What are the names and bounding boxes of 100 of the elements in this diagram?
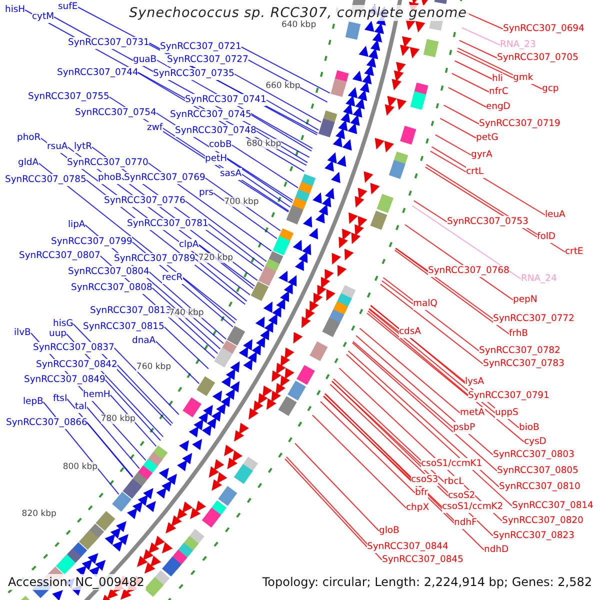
leader-line (461, 27, 500, 46)
leader-line (208, 224, 265, 268)
gene-label: gmk (513, 72, 534, 84)
genome-stats-text: Topology: circular; Length: 2,224,914 bp; Genes: 2,582 (260, 574, 594, 590)
gene-label: SynRCC307_0770 (67, 157, 148, 169)
leader-line (240, 46, 330, 94)
gene-label: SynRCC307_0807 (19, 250, 100, 262)
leader-line (226, 158, 293, 203)
gene-label: zwf (147, 122, 163, 134)
leader-line (148, 162, 272, 252)
gene-label: lytR (74, 141, 92, 153)
leader-line (456, 50, 514, 78)
leader-line (241, 174, 291, 208)
leader-line (370, 305, 466, 382)
leader-line (250, 114, 312, 152)
leader-line (164, 326, 209, 370)
gene-label: SynRCC307_0791 (468, 390, 550, 402)
leader-line (413, 200, 448, 222)
leader-line (320, 401, 416, 494)
gene-label: SynRCC307_0731 (68, 37, 150, 49)
gene-label: SynRCC307_0748 (175, 125, 256, 137)
gene-label: SynRCC307_0721 (160, 41, 242, 53)
leader-line (231, 144, 299, 188)
leader-line (162, 128, 290, 212)
gene-label: cysD (524, 436, 546, 448)
leader-line (104, 380, 161, 441)
gene-label: SynRCC307_0814 (512, 500, 594, 512)
gene-label: SynRCC307_0783 (483, 358, 564, 370)
gene-label: cobB (209, 139, 232, 151)
leader-line (368, 308, 496, 414)
gene-label: malQ (413, 298, 438, 310)
gene-label: SynRCC307_0804 (68, 266, 150, 278)
gene-label: SynRCC307_0805 (497, 465, 578, 477)
leader-line (212, 192, 278, 240)
gene-label: SynRCC307_0727 (167, 54, 248, 66)
gene-label: uup (49, 328, 66, 340)
gene-label: rsuA (47, 141, 68, 153)
gene-label: recR (162, 272, 183, 284)
gene-label: chpX (406, 502, 430, 514)
leader-line (184, 200, 267, 262)
gene-label: phoB (98, 172, 122, 184)
scale-label: 740 kbp (169, 308, 204, 318)
scale-label: 660 kbp (266, 80, 300, 91)
gene-label: petG (476, 132, 498, 144)
scale-label: 760 kbp (136, 362, 172, 372)
leader-line (394, 250, 510, 334)
leader-line (86, 422, 134, 478)
leader-line (86, 406, 140, 470)
leader-line (194, 258, 248, 302)
gene-label: RNA_23 (500, 39, 536, 51)
gene-label: engD (486, 101, 510, 113)
gene-label: phoR (17, 132, 41, 144)
gene-label: clpA (179, 239, 199, 251)
leader-line (348, 350, 500, 488)
leader-line (352, 342, 498, 472)
gene-label: tal (75, 401, 87, 413)
gene-label: gcp (542, 83, 559, 95)
gene-label: prs (199, 187, 214, 199)
gene-label: csoS2 (448, 490, 476, 502)
leader-line (448, 87, 486, 108)
leader-line (457, 48, 542, 90)
gene-label: SynRCC307_0810 (499, 481, 580, 493)
gene-label: SynRCC307_0842 (36, 359, 118, 371)
gene-label: hemH (83, 389, 110, 401)
leader-line (431, 146, 546, 216)
gene-label: SynRCC307_0735 (153, 68, 234, 80)
gene-label: SynRCC307_0772 (493, 313, 574, 325)
gene-label: SynRCC307_0845 (382, 554, 464, 566)
gene-label: SynRCC307_0803 (493, 449, 574, 461)
leader-line (332, 378, 444, 482)
gene-label: lysA (465, 376, 484, 388)
gene-label: uppS (495, 407, 518, 419)
gene-label: lepB (23, 396, 44, 408)
leader-line (382, 277, 480, 352)
gene-label: SynRCC307_0719 (479, 118, 560, 130)
leader-line (412, 205, 522, 280)
gene-label: SynRCC307_0815 (83, 321, 164, 333)
leader-line (381, 280, 414, 304)
gene-label: SynRCC307_0781 (127, 218, 208, 230)
leader-line (370, 304, 520, 428)
leader-line (380, 284, 484, 364)
gene-label: csoS1/ccmK1 (421, 458, 482, 470)
gene-label: cdsA (399, 326, 421, 338)
gene-label: SynRCC307_0844 (367, 541, 448, 553)
leader-line (395, 248, 494, 320)
gene-label: crtL (466, 166, 484, 178)
leader-line (114, 348, 180, 415)
gene-label: SynRCC307_0694 (503, 23, 584, 35)
leader-line (434, 134, 472, 156)
gene-label: RNA_24 (521, 273, 557, 285)
leader-line (331, 380, 422, 464)
leader-line (330, 384, 448, 496)
gene-label: gyrA (471, 149, 492, 161)
gene-label: SynRCC307_0705 (497, 52, 578, 64)
leader-line (443, 104, 480, 124)
gene-label: SynRCC307_0744 (57, 67, 138, 79)
scale-label: 800 kbp (62, 462, 98, 472)
gene-label: SynRCC307_0782 (479, 345, 560, 357)
gene-label: SynRCC307_0754 (75, 107, 156, 119)
scale-label: 720 kbp (198, 253, 234, 264)
